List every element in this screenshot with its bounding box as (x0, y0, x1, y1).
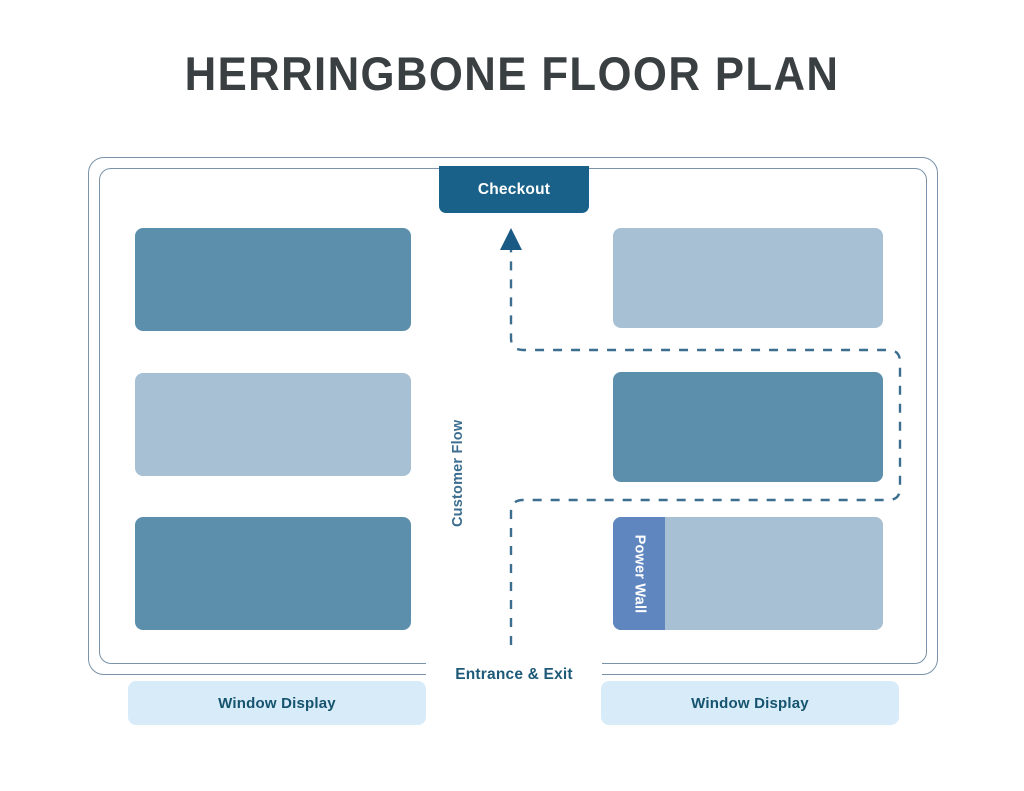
fixture-right-2[interactable] (613, 372, 883, 482)
fixture-left-2[interactable] (135, 373, 411, 476)
checkout-label: Checkout (477, 180, 551, 198)
fixture-left-3[interactable] (135, 517, 411, 630)
customer-flow-label: Customer Flow (450, 419, 466, 527)
fixture-power-wall-host[interactable]: Power Wall (613, 517, 883, 630)
window-display-left[interactable]: Window Display (128, 681, 426, 725)
window-display-left-label: Window Display (218, 694, 336, 712)
power-wall-strip[interactable]: Power Wall (613, 517, 665, 630)
window-display-right[interactable]: Window Display (601, 681, 899, 725)
window-display-right-label: Window Display (691, 694, 809, 712)
entrance-wall-gap (426, 658, 602, 684)
power-wall-label: Power Wall (631, 534, 647, 613)
checkout-counter[interactable]: Checkout (439, 166, 589, 213)
fixture-left-1[interactable] (135, 228, 411, 331)
fixture-right-1[interactable] (613, 228, 883, 328)
entrance-exit-label: Entrance & Exit (455, 666, 573, 683)
page-title: HERRINGBONE FLOOR PLAN (184, 47, 840, 100)
